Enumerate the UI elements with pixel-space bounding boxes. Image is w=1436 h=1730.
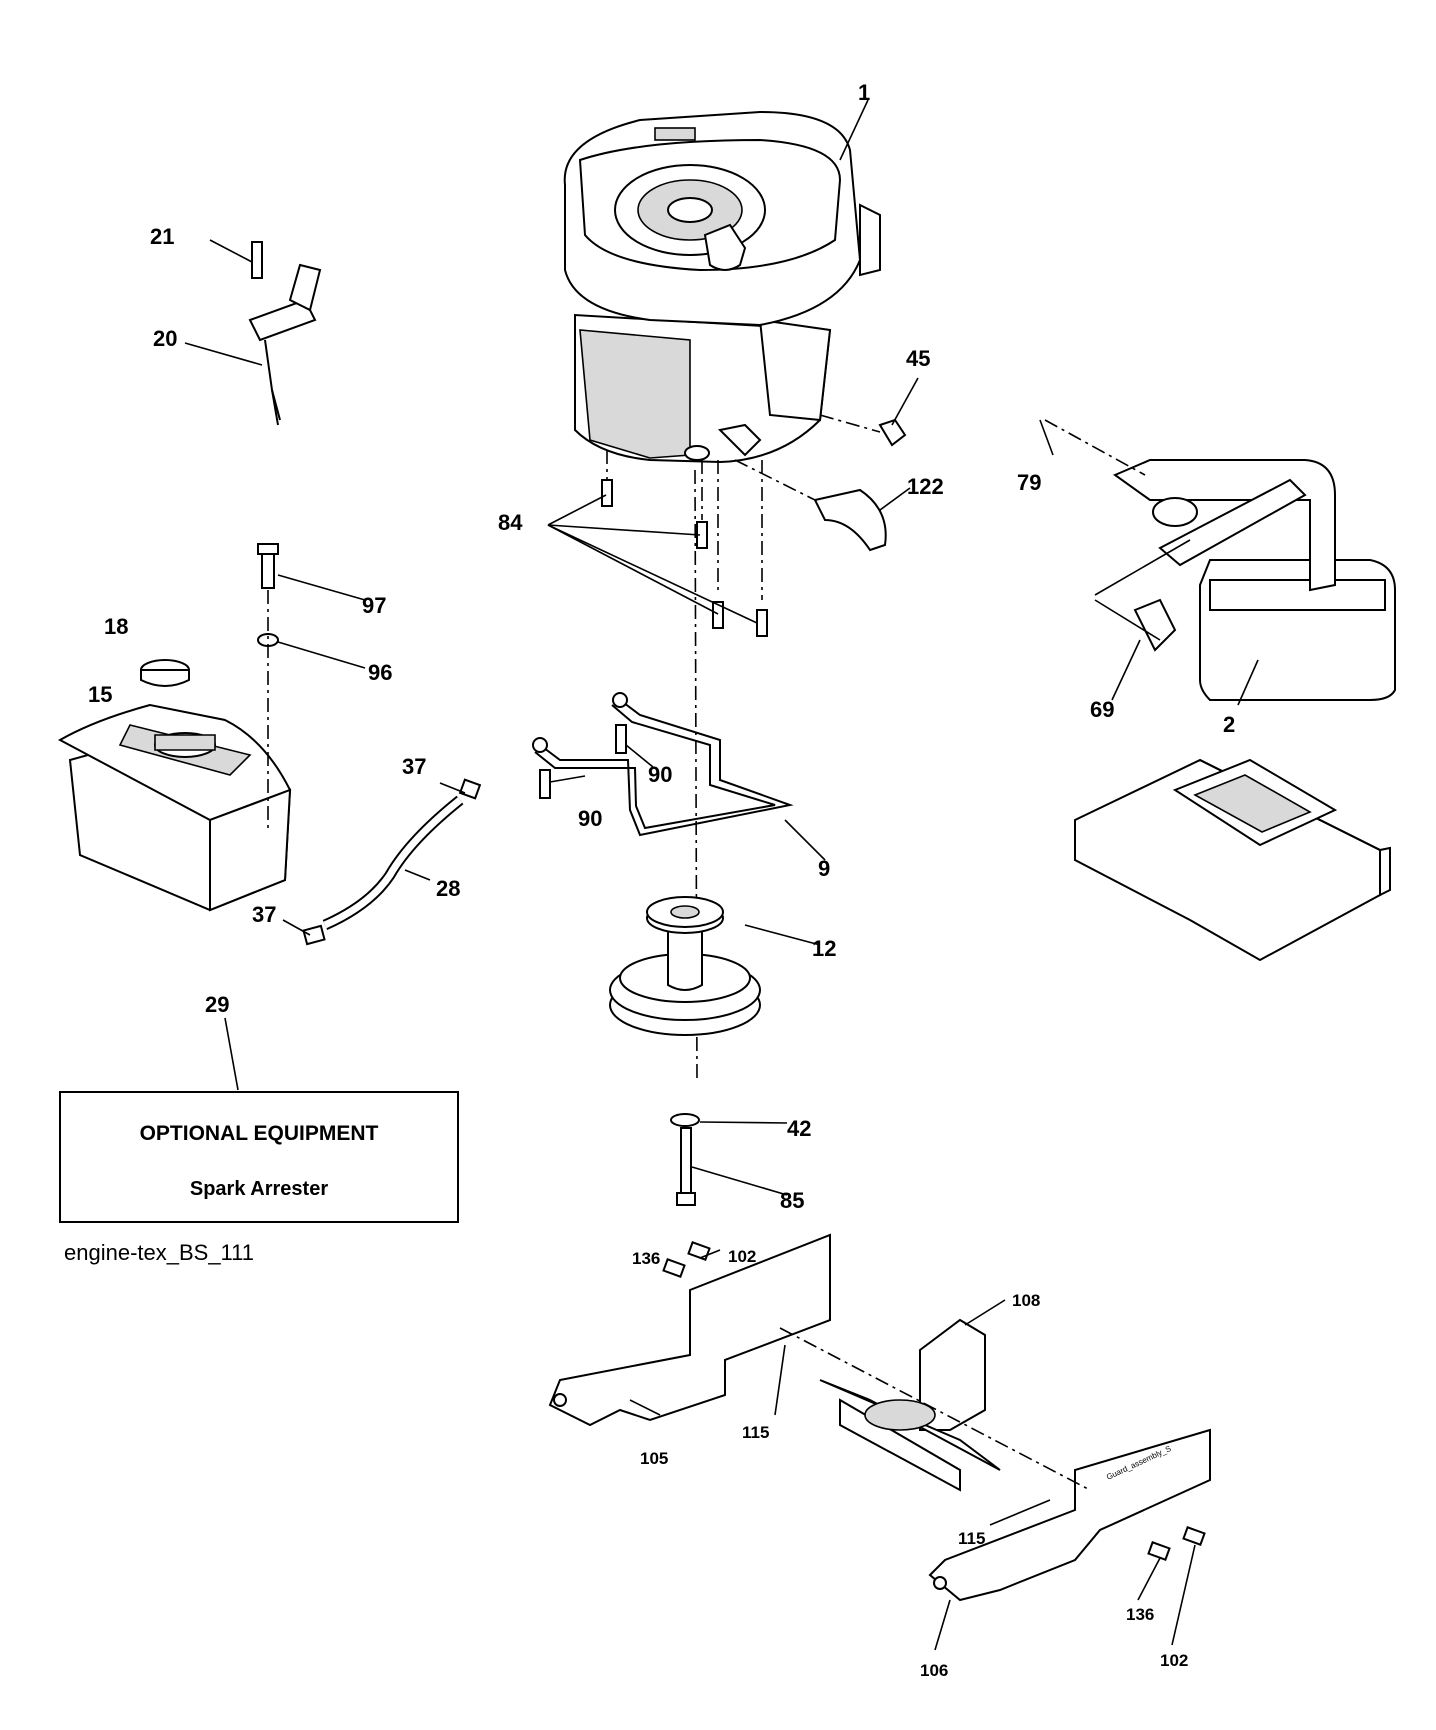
muffler: [1044, 419, 1396, 701]
callout-84: 84: [498, 510, 523, 535]
callout-29: 29: [205, 992, 229, 1017]
callout-42: 42: [787, 1116, 811, 1141]
mounting-plate: [1074, 758, 1391, 962]
callout-37-bottom: 37: [252, 902, 276, 927]
callout-96: 96: [368, 660, 392, 685]
callout-102-top: 102: [728, 1247, 756, 1266]
engine-assembly: [563, 110, 881, 464]
tank-fasteners: [257, 543, 279, 830]
callout-79: 79: [1017, 470, 1041, 495]
callout-12: 12: [812, 936, 836, 961]
callout-102-bottom: 102: [1160, 1651, 1188, 1670]
callout-2: 2: [1223, 712, 1235, 737]
callout-37-top: 37: [402, 754, 426, 779]
callout-90-upper: 90: [648, 762, 672, 787]
shield-plate: [532, 692, 794, 837]
pulley: [609, 896, 761, 1206]
diagram-caption: engine-tex_BS_111: [64, 1240, 254, 1265]
fuel-tank: [57, 659, 292, 912]
callout-108: 108: [1012, 1291, 1040, 1310]
optional-equipment-title: OPTIONAL EQUIPMENT: [139, 1122, 379, 1145]
callout-15: 15: [88, 682, 112, 707]
callout-18: 18: [104, 614, 128, 639]
callout-106: 106: [920, 1661, 948, 1680]
callout-122: 122: [907, 474, 944, 499]
callout-20: 20: [153, 326, 177, 351]
callout-45: 45: [906, 346, 930, 371]
fuel-line: [302, 778, 482, 946]
callout-90-lower: 90: [578, 806, 602, 831]
throttle-control: [248, 241, 322, 426]
callout-28: 28: [436, 876, 460, 901]
callout-105: 105: [640, 1449, 668, 1468]
leader-lines: [184, 99, 1259, 1651]
callout-69: 69: [1090, 697, 1114, 722]
optional-equipment-box: [59, 1091, 459, 1223]
guard-assembly: Guard_assembly_S: [548, 1233, 1211, 1602]
callout-85: 85: [780, 1188, 804, 1213]
callout-136-top: 136: [632, 1249, 660, 1268]
callout-9: 9: [818, 856, 830, 881]
optional-equipment-subtitle: Spark Arrester: [189, 1178, 329, 1200]
callout-1: 1: [858, 80, 870, 105]
callout-21: 21: [150, 224, 174, 249]
callout-136-bottom: 136: [1126, 1605, 1154, 1624]
callout-numbers: 1 21 20 45 79 122 84 97 18 96 15 69 2 37…: [88, 80, 1235, 1680]
callout-97: 97: [362, 593, 386, 618]
callout-115-left: 115: [742, 1423, 769, 1442]
callout-115-right: 115: [958, 1529, 985, 1548]
